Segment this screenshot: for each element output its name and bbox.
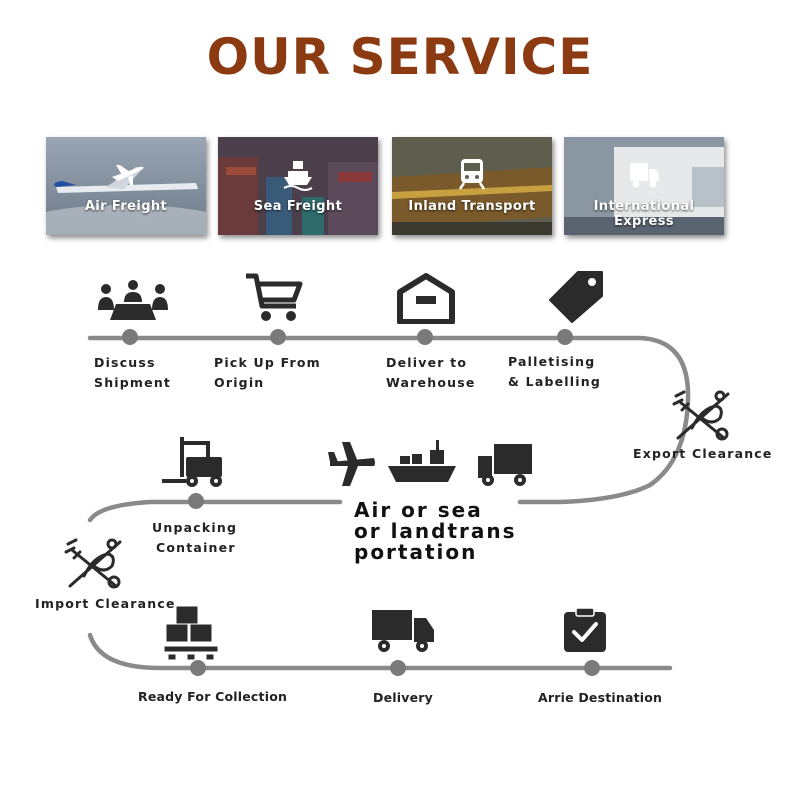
page-title: OUR SERVICE [206,28,594,86]
truck-icon [372,610,434,652]
transport-label: portation [354,540,478,564]
step-label: Unpacking [152,520,238,535]
step-pick-up: Pick Up From Origin [214,353,321,393]
route-line-bottom [87,632,673,671]
route-dot [417,329,433,345]
clipboard-check-icon [564,607,606,652]
step-export-clearance: Export Clearance [633,446,773,461]
ship-icon [283,161,313,191]
route-dot [122,329,138,345]
step-label: Shipment [94,375,172,390]
service-card-express[interactable]: International Express [564,137,724,235]
route-dot [390,660,406,676]
meeting-icon [98,280,168,320]
tag-icon [549,271,603,323]
step-label: Container [156,540,236,555]
sea-freight-background [218,137,378,235]
route-dot [270,329,286,345]
transport-label: or landtrans [354,519,517,543]
step-label: & Labelling [508,374,601,389]
cart-icon [246,273,303,321]
step-label: Origin [214,375,265,390]
service-label: Air Freight [84,199,168,214]
step-palletising: Palletising & Labelling [508,352,601,392]
forklift-icon [162,437,222,487]
train-icon [458,159,486,190]
route-dot [557,329,573,345]
inland-transport-background [392,137,552,235]
step-ready-for-collection: Ready For Collection [138,689,288,704]
route-dot [190,660,206,676]
step-discuss-shipment: Discuss Shipment [94,353,171,393]
service-label: Sea Freight [253,199,343,214]
air-freight-background [46,137,206,235]
service-label: Inland Transport [408,199,536,214]
international-express-background [564,137,724,235]
service-card-sea[interactable]: Sea Freight [218,137,378,235]
transport-label: Air or sea [354,498,483,522]
step-import-clearance: Import Clearance [35,596,176,611]
customs-icon [64,538,122,589]
step-label: Discuss [94,355,156,370]
customs-icon [672,390,730,441]
warehouse-icon [397,273,455,324]
step-unpacking: Unpacking Container [152,518,237,558]
step-arrive-destination: Arrie Destination [538,690,663,705]
route-line-top [87,335,691,505]
truck-icon [478,444,532,486]
step-label: Pick Up From [214,355,321,370]
ship-icon [388,440,456,482]
service-card-inland[interactable]: Inland Transport [392,137,552,235]
service-card-air[interactable]: Air Freight [46,137,206,235]
step-label: Warehouse [386,375,476,390]
service-label: International Express [593,199,695,229]
step-deliver-warehouse: Deliver to Warehouse [386,353,476,393]
route-dot [584,660,600,676]
boxes-icon [163,605,219,661]
truck-icon [630,163,659,188]
route-line-middle [87,499,343,523]
step-delivery: Delivery [373,690,433,705]
route-dot [188,493,204,509]
airplane-icon [328,442,375,486]
step-label: Palletising [508,354,596,369]
airplane-icon [112,165,144,185]
step-label: Deliver to [386,355,468,370]
step-transportation: Air or sea or landtrans portation [354,500,517,563]
